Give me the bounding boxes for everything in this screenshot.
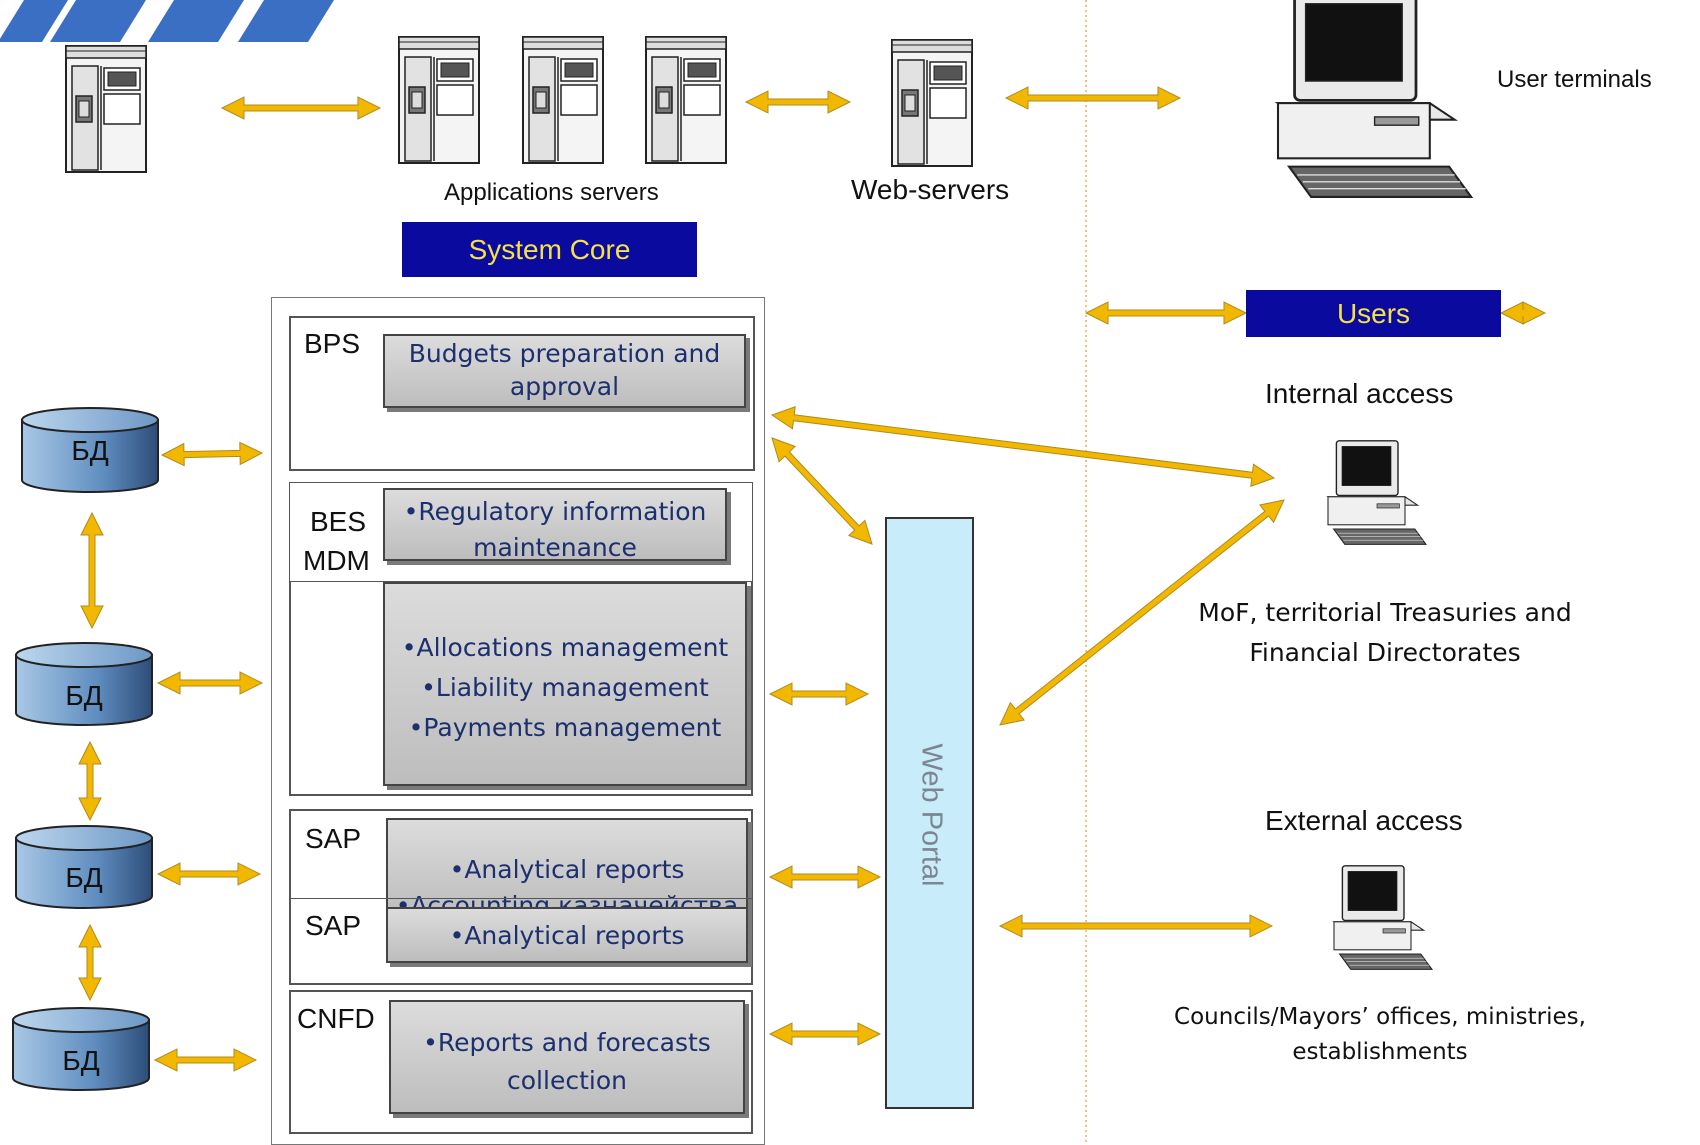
arrow-db1-to-db2 xyxy=(80,511,104,630)
application-server-icon xyxy=(645,36,727,164)
bps-text-1: Budgets preparation and xyxy=(408,339,721,368)
web-portal-label: Web Portal xyxy=(915,743,948,887)
application-server-icon xyxy=(398,36,480,164)
bes-item-payments: •Payments management xyxy=(408,713,722,742)
arrow-appservers-to-webservers xyxy=(744,90,852,114)
database-server-icon xyxy=(65,45,147,173)
arrow-db1-to-bps xyxy=(160,441,264,467)
sap-function-box-2: •Analytical reports xyxy=(386,907,748,963)
applications-servers-label: Applications servers xyxy=(444,179,659,206)
internal-access-desc-2: Financial Directorates xyxy=(1249,638,1521,667)
arrow-db2-to-bes xyxy=(156,671,264,695)
database-icon-2 xyxy=(15,654,153,726)
arrow-db3-to-sap xyxy=(156,862,262,886)
web-portal: Web Portal xyxy=(885,517,974,1109)
arrow-cnfd-to-portal xyxy=(768,1022,882,1046)
database-icon-2-top xyxy=(15,642,153,668)
arrow-users-right xyxy=(1499,301,1547,325)
sap-module-2 xyxy=(289,898,753,985)
corner-stripe xyxy=(148,0,244,42)
corner-stripe xyxy=(238,0,334,42)
database-icon-3-top xyxy=(15,825,153,851)
sap2-item-analytical: •Analytical reports xyxy=(449,921,685,950)
internal-access-desc-1: MoF, territorial Treasuries and xyxy=(1198,598,1572,627)
sap-code-2: SAP xyxy=(305,910,362,941)
database-label-4: БД xyxy=(62,1045,100,1076)
cnfd-text-2: collection xyxy=(507,1065,627,1095)
web-servers-label: Web-servers xyxy=(851,174,1010,205)
arrow-db2-to-db3 xyxy=(78,740,102,822)
bes-item-liability: •Liability management xyxy=(421,673,709,702)
bps-text-2: approval xyxy=(509,371,620,401)
arrow-portal-to-external xyxy=(998,914,1274,938)
bes-management-box: •Allocations management •Liability manag… xyxy=(383,582,747,786)
sap1-item-analytical: •Analytical reports xyxy=(449,855,685,884)
arrow-db-to-appservers xyxy=(220,96,382,120)
bps-code: BPS xyxy=(304,328,361,359)
arrow-webservers-to-terminals xyxy=(1004,86,1182,110)
external-terminal-icon xyxy=(1333,865,1433,971)
external-access-desc-2: establishments xyxy=(1292,1039,1468,1065)
bes-item-allocations: •Allocations management xyxy=(401,633,729,662)
users-banner: Users xyxy=(1246,290,1501,337)
application-server-icon xyxy=(522,36,604,164)
cnfd-code: CNFD xyxy=(297,1003,375,1034)
bps-function-box: Budgets preparation and approval xyxy=(383,334,746,408)
bes-text-2: maintenance xyxy=(473,533,637,561)
database-label-1: БД xyxy=(71,435,109,466)
bes-text-1: •Regulatory information xyxy=(403,497,707,526)
corner-stripe xyxy=(50,0,146,42)
arrow-db4-to-cnfd xyxy=(153,1048,258,1072)
bes-code: BES xyxy=(310,506,367,537)
user-terminals-label: User terminals xyxy=(1497,66,1652,93)
cnfd-function-box: •Reports and forecasts collection xyxy=(389,1000,745,1114)
arrow-db3-to-db4 xyxy=(78,923,102,1002)
database-label-2: БД xyxy=(65,680,103,711)
internal-access-title: Internal access xyxy=(1265,378,1454,409)
arrow-bps-to-portal xyxy=(771,437,873,545)
user-terminal-icon xyxy=(1276,0,1473,199)
arrow-bps-to-internal xyxy=(770,406,1276,487)
web-server-icon xyxy=(891,39,973,167)
cnfd-text-1: •Reports and forecasts xyxy=(423,1028,711,1057)
arrow-sap-to-portal xyxy=(768,865,882,889)
sap-code-1: SAP xyxy=(305,823,362,854)
database-icon-1 xyxy=(21,419,159,493)
database-icon-4 xyxy=(12,1019,150,1091)
internal-terminal-icon xyxy=(1327,440,1427,546)
system-core-banner: System Core xyxy=(402,222,697,277)
database-icon-1-top xyxy=(21,407,159,433)
database-label-3: БД xyxy=(65,862,103,893)
database-icon-4-top xyxy=(12,1007,150,1033)
mdm-code: MDM xyxy=(303,545,370,576)
database-icon-3 xyxy=(15,837,153,909)
arrow-bes-to-portal xyxy=(768,682,870,706)
external-access-desc-1: Councils/Mayors’ offices, ministries, xyxy=(1174,1004,1586,1030)
bes-regulatory-box: •Regulatory information maintenance xyxy=(383,488,727,561)
arrow-users-left xyxy=(1084,301,1248,325)
corner-stripe xyxy=(0,0,68,42)
arrow-portal-to-internal xyxy=(999,499,1285,726)
external-access-title: External access xyxy=(1265,805,1463,836)
